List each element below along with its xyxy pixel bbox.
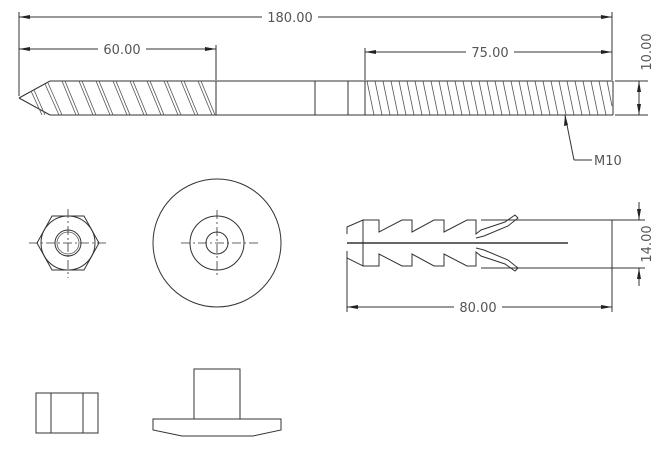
- dimension-diameter: 10.00: [615, 33, 655, 116]
- washer-front-view: [152, 178, 282, 308]
- dimension-plug-diameter: 14.00: [612, 202, 655, 286]
- dim-180-label: 180.00: [267, 11, 313, 26]
- dimension-total-length: 180.00: [18, 11, 613, 96]
- dimension-end-thread: 75.00: [364, 46, 612, 80]
- dim-75-label: 75.00: [471, 46, 508, 61]
- dim-14-label: 14.00: [640, 225, 655, 262]
- thread-label: M10: [594, 154, 622, 169]
- washer-side-view: [152, 368, 282, 437]
- hex-nut-front-view: [29, 209, 108, 278]
- dim-10-label: 10.00: [640, 33, 655, 70]
- dim-80-label: 80.00: [459, 301, 496, 316]
- hex-nut-side-view: [35, 392, 99, 434]
- dimension-tip-thread: 60.00: [19, 43, 217, 80]
- screw-drawing: 180.00 60.00 75.00: [18, 11, 655, 169]
- tip-thread-hatching: [30, 80, 216, 116]
- thread-callout: M10: [564, 114, 622, 169]
- dim-60-label: 60.00: [103, 43, 140, 58]
- dimension-plug-length: 80.00: [346, 258, 613, 316]
- wall-plug-drawing: 80.00 14.00: [346, 202, 655, 316]
- end-thread-hatching: [366, 80, 613, 116]
